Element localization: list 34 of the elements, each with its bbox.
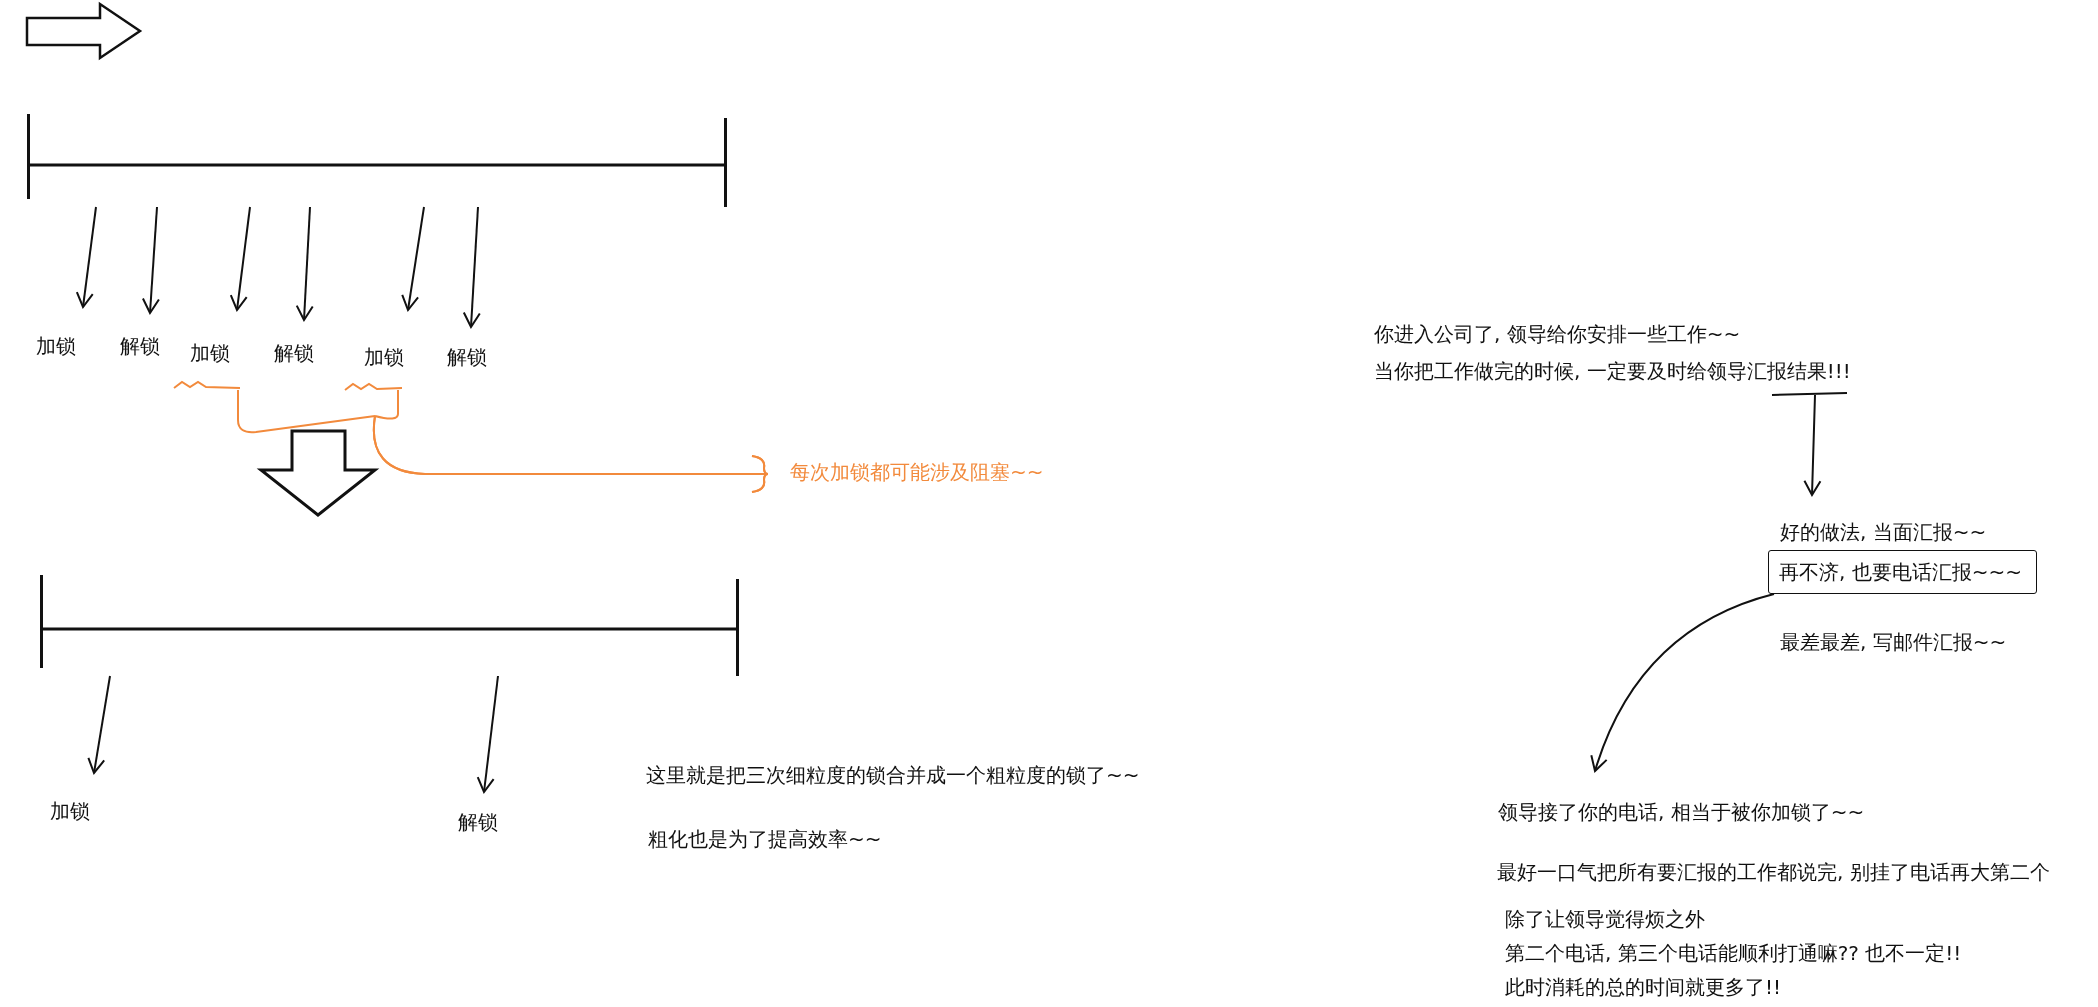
note-text: 此时消耗的总的时间就更多了!! (1505, 974, 1782, 1000)
arrow (295, 206, 314, 321)
arrow (1771, 392, 1848, 496)
note-text: 加锁 (50, 798, 90, 824)
note-text: 除了让领导觉得烦之外 (1505, 906, 1705, 932)
note-text: 解锁 (120, 333, 160, 359)
note-text: 当你把工作做完的时候, 一定要及时给领导汇报结果!!! (1374, 358, 1851, 385)
arrow (75, 206, 97, 308)
note-text: 加锁 (190, 340, 230, 366)
note-text: 最差最差, 写邮件汇报~~ (1780, 629, 2007, 655)
note-text: 解锁 (447, 344, 487, 370)
note-text: 每次加锁都可能涉及阻塞~~ (790, 459, 1044, 485)
arrow (1590, 593, 1775, 772)
note-text: 你进入公司了, 领导给你安排一些工作~~ (1374, 321, 1742, 348)
note-text: 加锁 (36, 333, 76, 359)
arrow (87, 675, 111, 774)
note-text: 这里就是把三次细粒度的锁合并成一个粗粒度的锁了~~ (646, 762, 1140, 788)
arrow (141, 206, 160, 314)
note-text: 领导接了你的电话, 相当于被你加锁了~~ (1498, 799, 1865, 825)
arrow (462, 206, 481, 328)
note-text: 最好一口气把所有要汇报的工作都说完, 别挂了电话再大第二个 (1497, 859, 2050, 885)
note-text: 解锁 (274, 340, 314, 366)
note-text: 粗化也是为了提高效率~~ (648, 826, 882, 852)
circled-note: 再不济, 也要电话汇报~~~ (1768, 550, 2037, 594)
note-text: 加锁 (364, 344, 404, 370)
note-text: 好的做法, 当面汇报~~ (1780, 519, 1987, 545)
timeline-bar (40, 575, 739, 676)
note-text: 第二个电话, 第三个电话能顺利打通嘛?? 也不一定!! (1505, 940, 1962, 966)
timeline-bar (27, 114, 727, 207)
arrow (229, 206, 251, 311)
arrow (401, 206, 425, 311)
arrow (344, 383, 769, 493)
note-text: 解锁 (458, 809, 498, 835)
arrow (476, 675, 499, 793)
